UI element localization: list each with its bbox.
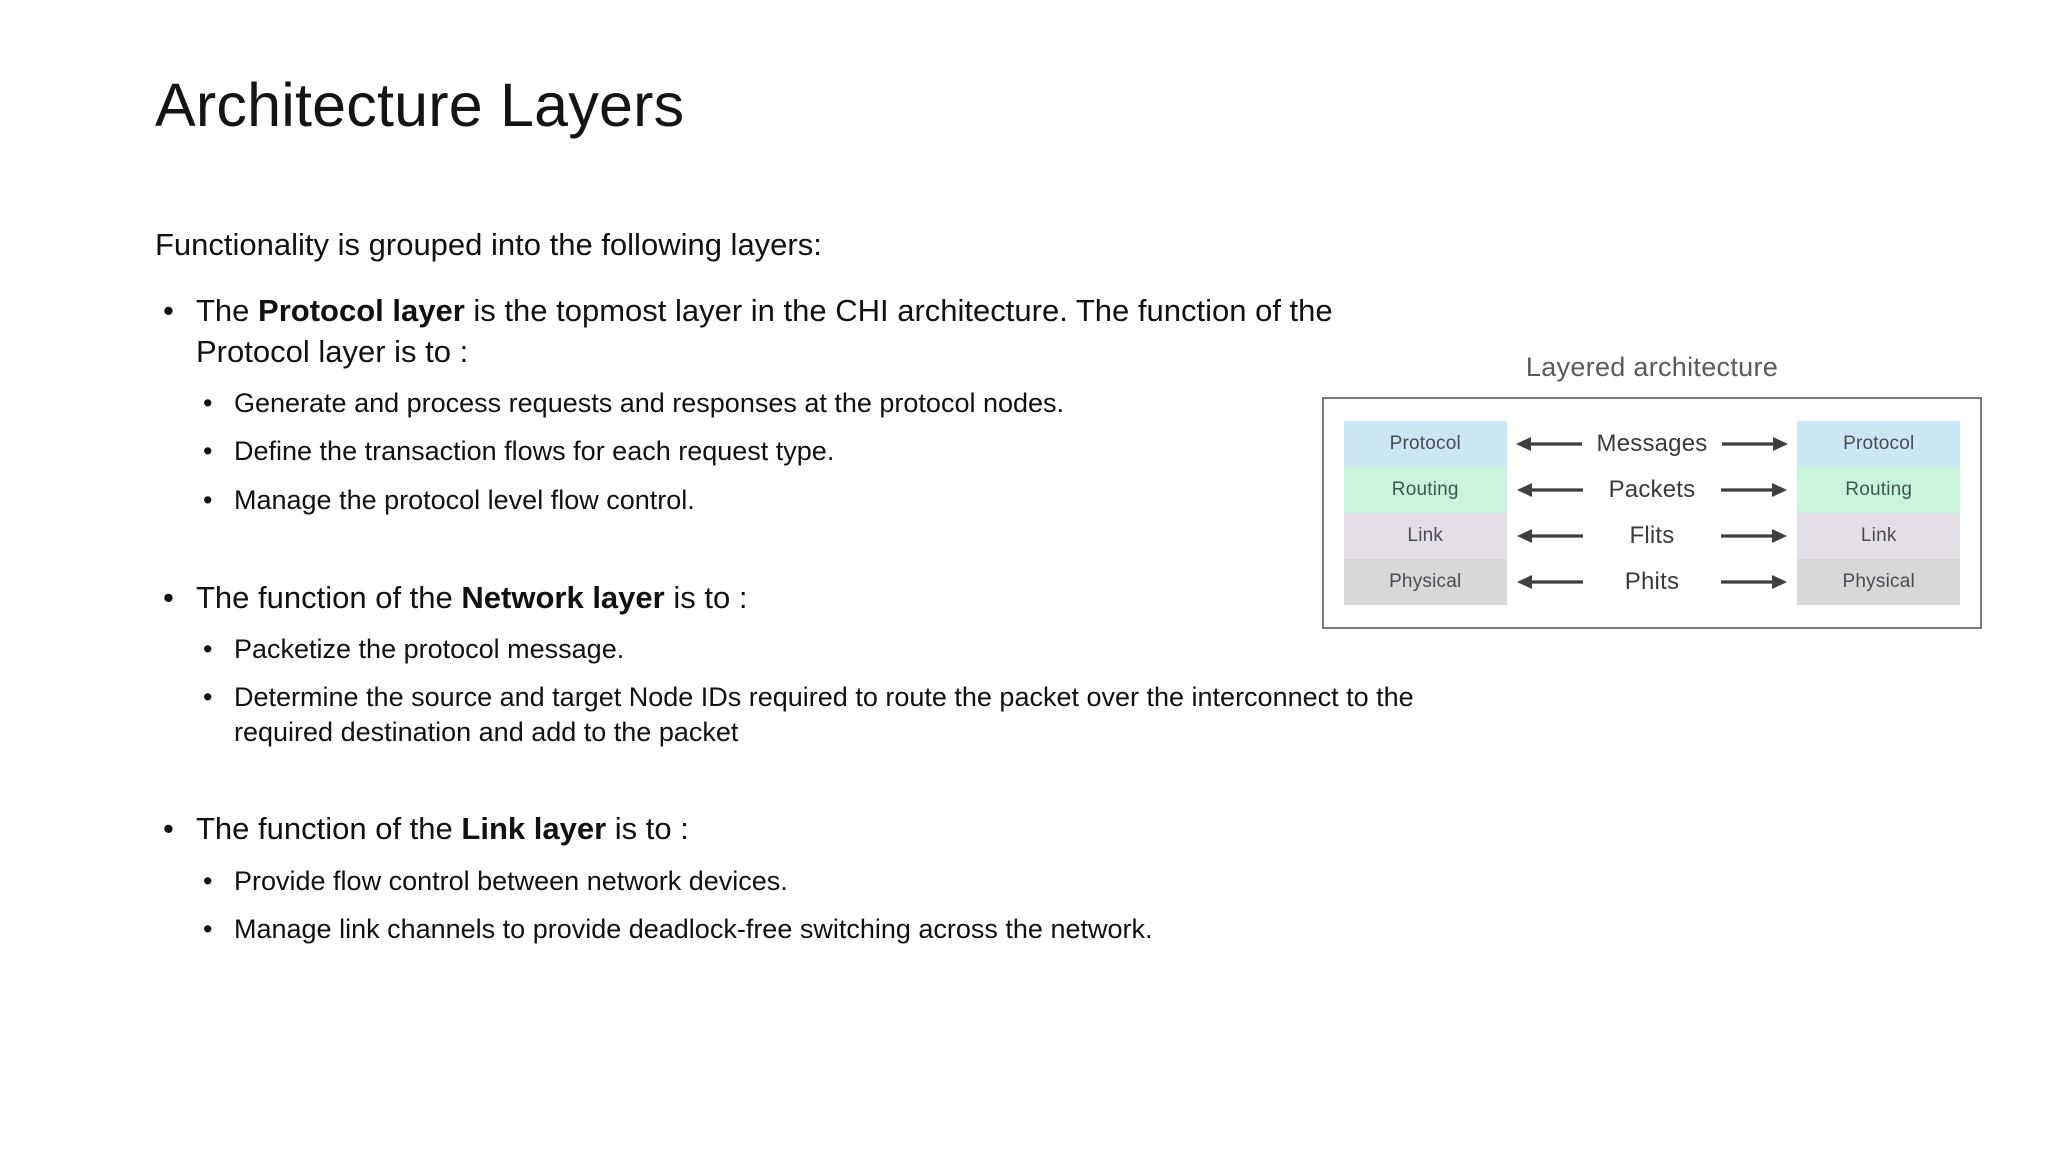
layer-cell-protocol-right: Protocol <box>1797 421 1960 467</box>
bullet-text-after: is to : <box>664 579 748 615</box>
body-content: Functionality is grouped into the follow… <box>155 225 1445 961</box>
page-title: Architecture Layers <box>155 71 685 139</box>
spacer <box>155 532 1445 578</box>
bullet-icon: • <box>163 811 174 847</box>
figure-grid: Protocol Routing Link Physical <box>1344 421 1960 605</box>
layer-cell-link-right: Link <box>1797 513 1960 559</box>
layered-architecture-figure: Layered architecture Protocol Routing Li… <box>1322 352 1982 629</box>
bullet-icon: • <box>203 436 213 467</box>
arrow-right-icon <box>1716 572 1792 592</box>
sub-bullet-text: Packetize the protocol message. <box>234 633 625 664</box>
right-layer-stack: Protocol Routing Link Physical <box>1797 421 1960 605</box>
layer-cell-physical-right: Physical <box>1797 559 1960 605</box>
bullet-icon: • <box>203 633 213 664</box>
flow-row-phits: Phits <box>1511 559 1794 605</box>
spacer <box>155 763 1445 809</box>
list-item: • Manage link channels to provide deadlo… <box>196 912 1445 947</box>
bullet-icon: • <box>203 387 213 418</box>
layer-bullet-list: • The Protocol layer is the topmost laye… <box>155 291 1445 947</box>
list-item: • The function of the Link layer is to :… <box>155 809 1445 946</box>
bullet-icon: • <box>203 682 213 713</box>
flow-row-packets: Packets <box>1511 467 1794 513</box>
flow-label-phits: Phits <box>1624 568 1680 595</box>
bullet-text-before: The <box>196 293 259 329</box>
list-item: • Generate and process requests and resp… <box>196 386 1445 421</box>
sub-bullet-list: • Packetize the protocol message. • Dete… <box>196 632 1445 750</box>
flow-label-flits: Flits <box>1629 522 1675 549</box>
bullet-text-bold: Link layer <box>461 811 607 847</box>
bullet-icon: • <box>203 484 213 515</box>
left-layer-stack: Protocol Routing Link Physical <box>1344 421 1507 605</box>
list-item: • Determine the source and target Node I… <box>196 680 1445 749</box>
bullet-text-bold: Protocol layer <box>258 293 465 329</box>
sub-bullet-text: Manage the protocol level flow control. <box>234 484 695 515</box>
bullet-text-after: is the topmost layer in the CHI architec… <box>196 293 1333 369</box>
list-item: • Packetize the protocol message. <box>196 632 1445 667</box>
sub-bullet-text: Determine the source and target Node IDs… <box>234 682 1414 747</box>
bullet-icon: • <box>203 914 213 945</box>
intro-text: Functionality is grouped into the follow… <box>155 227 822 262</box>
arrow-right-icon <box>1717 434 1793 454</box>
bullet-text-bold: Network layer <box>461 579 665 615</box>
sub-bullet-text: Manage link channels to provide deadlock… <box>234 914 1153 945</box>
bullet-icon: • <box>163 293 174 329</box>
list-item: • The Protocol layer is the topmost laye… <box>155 291 1445 517</box>
layer-cell-routing-right: Routing <box>1797 467 1960 513</box>
arrow-right-icon <box>1716 480 1792 500</box>
sub-bullet-list: • Provide flow control between network d… <box>196 864 1445 947</box>
bullet-text-before: The function of the <box>196 579 462 615</box>
sub-bullet-text: Provide flow control between network dev… <box>234 865 788 896</box>
flow-label-packets: Packets <box>1608 476 1696 503</box>
sub-bullet-text: Generate and process requests and respon… <box>234 387 1065 418</box>
list-item: • Provide flow control between network d… <box>196 864 1445 899</box>
message-flow-column: Messages <box>1511 421 1794 605</box>
bullet-text-before: The function of the <box>196 811 462 847</box>
layer-cell-routing-left: Routing <box>1344 467 1507 513</box>
list-item: • Define the transaction flows for each … <box>196 434 1445 469</box>
flow-row-messages: Messages <box>1511 421 1794 467</box>
arrow-right-icon <box>1716 526 1792 546</box>
flow-label-messages: Messages <box>1596 430 1708 457</box>
bullet-text-after: is to : <box>606 811 689 847</box>
list-item: • Manage the protocol level flow control… <box>196 483 1445 518</box>
figure-caption: Layered architecture <box>1525 352 1779 382</box>
layer-cell-protocol-left: Protocol <box>1344 421 1507 467</box>
sub-bullet-list: • Generate and process requests and resp… <box>196 386 1445 518</box>
layer-cell-link-left: Link <box>1344 513 1507 559</box>
flow-row-flits: Flits <box>1511 513 1794 559</box>
list-item: • The function of the Network layer is t… <box>155 578 1445 750</box>
bullet-icon: • <box>203 865 213 896</box>
layer-cell-physical-left: Physical <box>1344 559 1507 605</box>
arrow-left-icon <box>1512 572 1588 592</box>
bullet-icon: • <box>163 579 174 615</box>
figure-frame: Protocol Routing Link Physical <box>1322 397 1982 629</box>
arrow-left-icon <box>1511 434 1587 454</box>
sub-bullet-text: Define the transaction flows for each re… <box>234 436 835 467</box>
arrow-left-icon <box>1512 526 1588 546</box>
arrow-left-icon <box>1512 480 1588 500</box>
